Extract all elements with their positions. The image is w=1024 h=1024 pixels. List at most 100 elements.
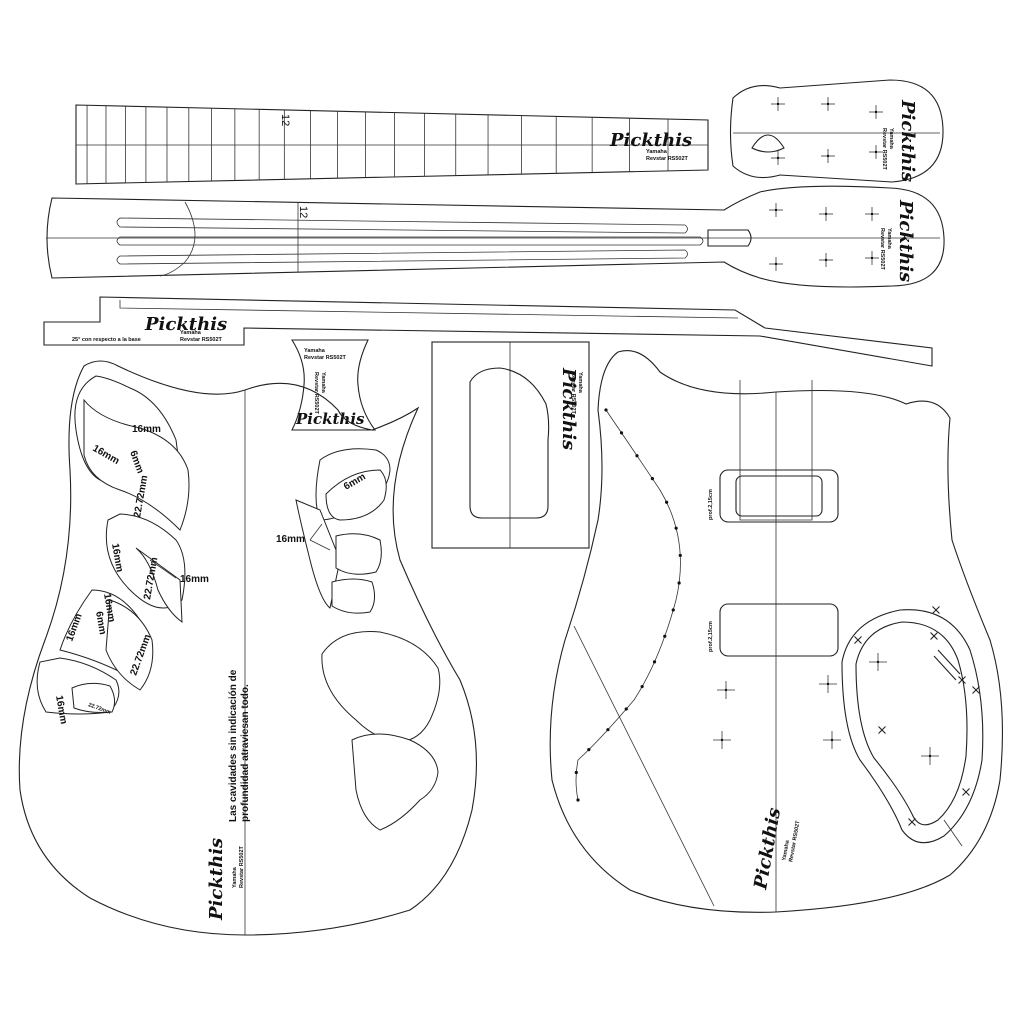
contour-dot [671,608,675,612]
small-block-template: Yamaha Revstar RS502T Yamaha Revstar RS5… [290,339,377,431]
tuner-mark [821,97,835,111]
contour-dot [663,634,667,638]
fretboard-model-line1: Yamaha [646,149,668,155]
cavity-screw-mark [932,606,940,614]
depth-label-1: 16mm [132,424,161,435]
front-model-line1: Yamaha [232,866,238,888]
fretboard-logo-text: Pickthis [609,130,692,151]
cavity-screw-mark [962,788,970,796]
neck-angle-template: Pickthis Yamaha Revstar RS502T 25° con r… [43,296,933,367]
angle-model-line1: Yamaha [180,330,202,336]
headstock-model-line1: Yamaha [888,128,894,150]
crosshair-mark [869,653,887,671]
front-note-line1: Las cavidades sin indicación de [228,669,239,822]
back-logo-text: Pickthis [750,806,785,892]
crosshair-mark [921,747,939,765]
neck-logo-text: Pickthis [895,199,916,282]
depth-label-9: 6mm [93,611,108,636]
headstock-logo-text: Pickthis [897,99,918,182]
back-logo: Pickthis Yamaha Revstar RS502T [750,806,802,892]
contour-dot [674,526,678,530]
contour-dot [604,408,608,412]
neck-fret-12-label: 12 [297,206,309,218]
tuner-mark [819,207,833,221]
tuner-mark [769,203,783,217]
contour-dot [677,581,681,585]
crosshair-mark [717,681,735,699]
cavity-screw-mark [854,636,862,644]
block-model-line1: Yamaha [304,348,326,354]
angle-model-line2: Revstar RS502T [180,337,223,343]
crosshair-mark [823,731,841,749]
angle-logo-text: Pickthis [144,314,227,335]
front-model-line2: Revstar RS502T [239,845,245,888]
front-body-template: 16mm 16mm 6mm 22.72mm 16mm 22.72mm 16mm … [18,360,477,936]
tuner-mark [771,151,785,165]
tuner-mark [771,97,785,111]
front-note-line2: profundidad atraviesan todo. [240,684,251,822]
contour-dot [650,477,655,481]
block-model-line2: Revstar RS502T [304,355,347,361]
pickup-logo-text: Pickthis [558,367,579,450]
fretboard-model-line2: Revstar RS502T [646,156,689,162]
contour-dot [574,770,578,775]
contour-dot [640,684,644,689]
cavity-screw-mark [908,818,916,826]
tuner-mark [865,207,879,221]
cavity-screw-mark [930,632,938,640]
tuner-mark [869,145,883,159]
fretboard-logo: Pickthis Yamaha Revstar RS502T [609,130,692,162]
depth-label-7: 16mm [109,543,125,573]
block-logo-text: Pickthis [295,410,365,428]
cavity-screw-mark [878,726,886,734]
depth-label-5: 16mm [180,574,209,585]
headstock-template: Pickthis Yamaha Revstar RS502T [729,79,944,183]
headstock-tuner-marks [771,97,883,165]
tuner-mark [821,149,835,163]
back-crosshair-marks [713,653,939,765]
contour-dot [624,707,628,711]
neck-tuner-marks [769,203,879,271]
neck-model-line2: Revstar RS502T [879,228,885,271]
tuner-mark [865,251,879,265]
tuner-mark [769,257,783,271]
crosshair-mark [819,675,837,693]
contour-dot [606,728,610,732]
angle-note: 25° con respecto a la base [72,337,141,343]
neck-logo: Pickthis Yamaha Revstar RS502T [879,199,916,282]
pickup-model-line2: Revstar RS502T [570,372,576,415]
contour-dot [678,553,682,558]
neck-model-line1: Yamaha [886,228,892,250]
block-vertical-line1: Yamaha [320,372,326,394]
control-cavity-marks [854,606,980,826]
contour-dot [635,454,639,458]
contour-dot [576,798,580,802]
right-depth-label-2: 16mm [276,534,305,545]
depth-label-8: 16mm [101,593,117,623]
back-body-template: prof.2,15cm prof.2,15cm Pickthis Yamaha … [549,350,1003,913]
pickup-routing-template: Pickthis Yamaha Revstar RS502T [431,341,590,549]
contour-dots [574,408,682,802]
headstock-model-line2: Revstar RS502T [881,128,887,171]
fretboard-fret-12-label: 12 [279,114,291,126]
cavity-screw-mark [958,676,966,684]
fret-lines [86,105,669,184]
tuner-mark [819,253,833,267]
contour-dot [652,660,657,664]
fretboard-template: 12 Pickthis Yamaha Revstar RS502T [75,104,709,185]
depth-label-12: 16mm [53,695,69,725]
crosshair-mark [713,731,731,749]
back-pickup-depth-1: prof.2,15cm [708,489,714,520]
front-logo-text: Pickthis [206,838,227,921]
pickup-template-logo: Pickthis Yamaha Revstar RS502T [558,367,583,450]
contour-dot [587,748,591,752]
pickup-model-line1: Yamaha [577,372,583,394]
contour-dot [619,431,624,435]
back-pickup-depth-2: prof.2,15cm [708,621,714,652]
headstock-logo: Pickthis Yamaha Revstar RS502T [881,99,918,182]
neck-template: 12 Pickthis Yamaha Revstar RS502T [46,185,945,288]
tuner-mark [869,105,883,119]
cavity-screw-mark [972,686,980,694]
contour-dot [665,500,669,504]
